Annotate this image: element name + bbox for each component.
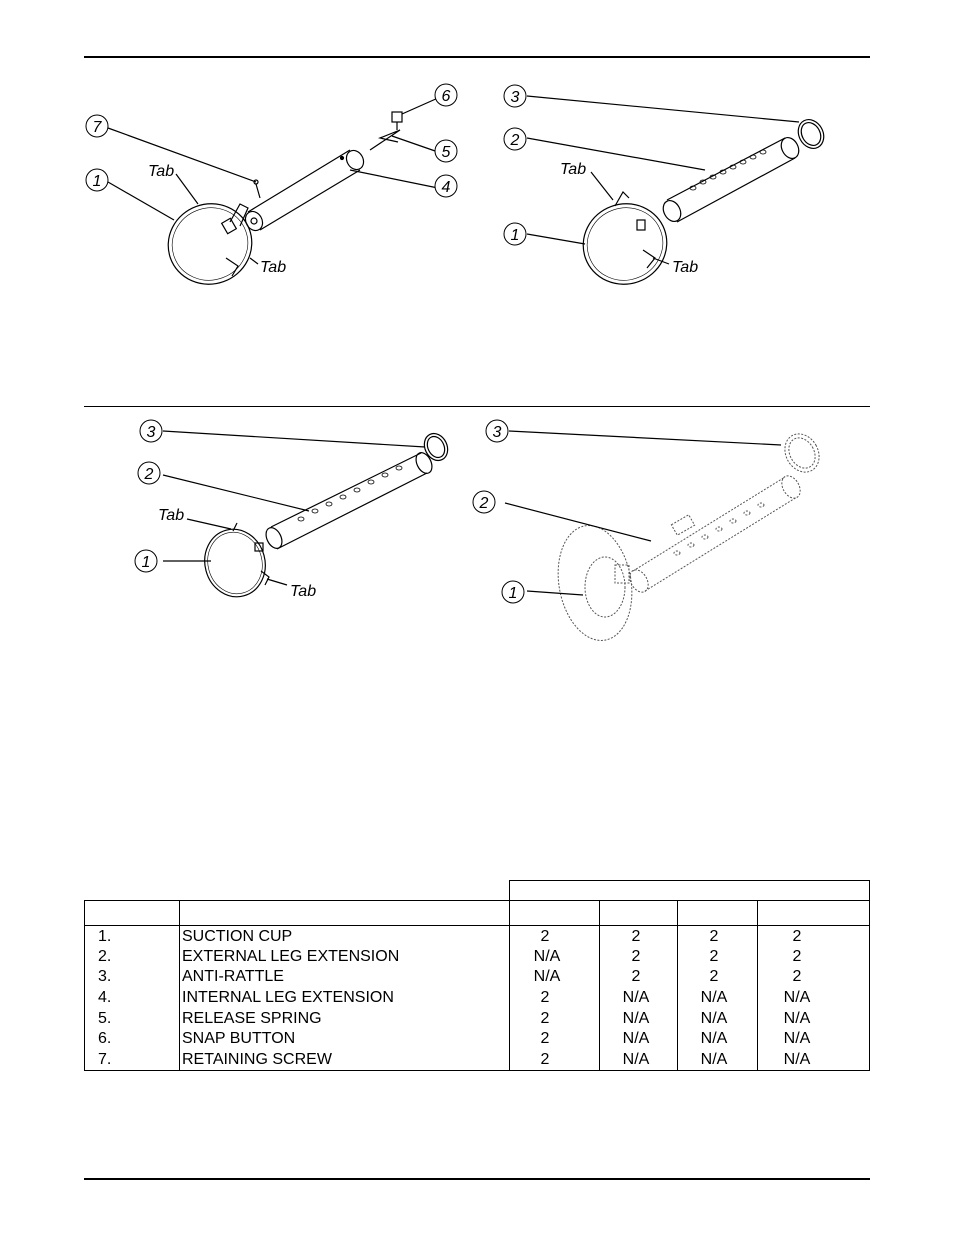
qty-col-1: 2 [540,1051,550,1068]
qty-col-1: N/A [533,948,561,965]
item-number: 6. [98,1030,112,1047]
qty-col-2: N/A [622,1051,650,1068]
bottom-rule [84,1178,870,1180]
qty-col-2: N/A [622,1010,650,1027]
qty-col-3: N/A [700,1010,728,1027]
item-description: INTERNAL LEG EXTENSION [182,989,394,1006]
svg-text:2: 2 [510,132,520,149]
item-number: 1. [98,928,112,945]
svg-text:1: 1 [142,554,151,571]
qty-col-3: N/A [700,989,728,1006]
svg-text:1: 1 [509,585,518,602]
svg-text:3: 3 [493,424,502,441]
qty-col-4: 2 [792,968,802,985]
qty-col-4: 2 [792,948,802,965]
qty-col-1: 2 [540,1030,550,1047]
item-description: SUCTION CUP [182,928,293,945]
table-line [84,925,870,926]
callout-6: 6 [434,83,458,107]
table-line [869,880,870,1071]
qty-col-2: 2 [631,928,641,945]
tab-label: Tab [260,259,286,276]
qty-col-1: 2 [540,989,550,1006]
tab-label: Tab [560,161,586,178]
item-number: 2. [98,948,112,965]
svg-text:2: 2 [144,466,154,483]
item-description: SNAP BUTTON [182,1030,296,1047]
tab-label: Tab [672,259,698,276]
table-line [179,900,180,1071]
svg-text:6: 6 [442,88,451,105]
table-line [757,900,758,1071]
qty-col-2: N/A [622,989,650,1006]
qty-col-1: 2 [540,1010,550,1027]
item-number: 7. [98,1051,112,1068]
figure-external-leg-extension-b: 3 2 1 Tab Tab [125,415,465,615]
qty-col-3: N/A [700,1051,728,1068]
svg-text:2: 2 [479,495,489,512]
callout-1: 1 [85,168,109,192]
table-line [599,900,600,1071]
qty-col-4: 2 [792,928,802,945]
callout-7: 7 [85,114,109,138]
tab-label: Tab [290,583,316,600]
qty-col-4: N/A [783,989,811,1006]
callout-2: 2 [137,461,161,485]
table-line [84,900,85,1071]
item-description: ANTI-RATTLE [182,968,284,985]
callout-2: 2 [503,127,527,151]
callout-1: 1 [503,222,527,246]
item-number: 5. [98,1010,112,1027]
callout-1: 1 [501,580,525,604]
callout-5: 5 [434,139,458,163]
svg-text:3: 3 [511,89,520,106]
qty-col-4: N/A [783,1030,811,1047]
callout-3: 3 [485,419,509,443]
parts-table: 1. SUCTION CUP 2 2 2 2 2. EXTERNAL LEG E… [84,880,870,1071]
qty-col-4: N/A [783,1010,811,1027]
qty-col-2: 2 [631,948,641,965]
item-description: RELEASE SPRING [182,1010,322,1027]
item-description: RETAINING SCREW [182,1051,332,1068]
qty-col-3: 2 [709,948,719,965]
callout-2: 2 [472,490,496,514]
callout-4: 4 [434,174,458,198]
svg-text:1: 1 [511,227,520,244]
qty-col-2: N/A [622,1030,650,1047]
top-rule [84,56,870,58]
callout-1: 1 [134,549,158,573]
figure-internal-leg-extension: 7 1 6 5 4 Tab Tab [80,80,480,300]
qty-col-1: N/A [533,968,561,985]
item-number: 3. [98,968,112,985]
tab-label: Tab [148,163,174,180]
svg-text:4: 4 [442,179,451,196]
qty-col-3: 2 [709,928,719,945]
table-line [84,900,870,901]
svg-text:5: 5 [442,144,451,161]
svg-text:3: 3 [147,424,156,441]
item-description: EXTERNAL LEG EXTENSION [182,948,400,965]
table-line [84,1070,870,1071]
qty-col-2: 2 [631,968,641,985]
tab-label: Tab [158,507,184,524]
qty-col-1: 2 [540,928,550,945]
svg-text:7: 7 [93,119,103,136]
svg-text:1: 1 [93,173,102,190]
callout-3: 3 [503,84,527,108]
section-rule [84,406,870,407]
callout-3: 3 [139,419,163,443]
table-line [677,900,678,1071]
qty-col-4: N/A [783,1051,811,1068]
figure-external-leg-extension-a: 3 2 1 Tab Tab [495,80,875,300]
qty-col-3: N/A [700,1030,728,1047]
qty-col-3: 2 [709,968,719,985]
figure-external-leg-extension-c: 3 2 1 [465,415,865,645]
item-number: 4. [98,989,112,1006]
table-line [509,880,510,1071]
table-line [509,880,870,881]
